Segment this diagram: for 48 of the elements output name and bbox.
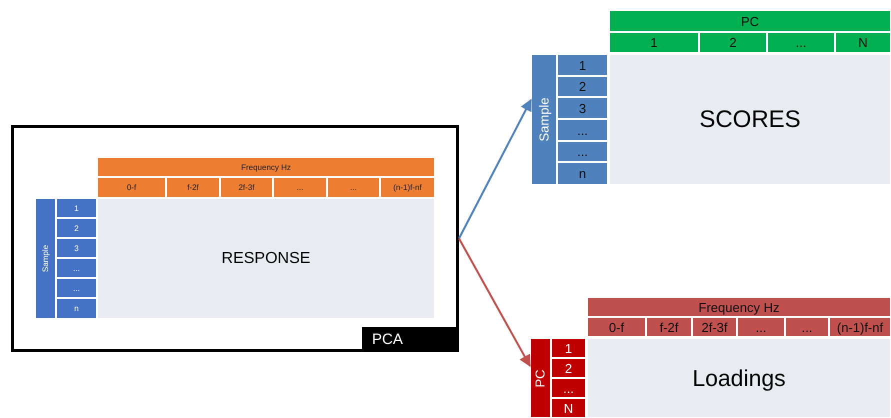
column-header: ...	[327, 177, 380, 198]
column-header: (n-1)f-nf	[829, 317, 891, 337]
axis-bar	[531, 54, 557, 185]
row-header: 3	[56, 238, 97, 258]
row-header: n	[56, 298, 97, 319]
row-header: N	[551, 398, 586, 418]
matrix-body: SCORES	[609, 54, 891, 185]
row-header: 2	[56, 218, 97, 238]
arrow	[458, 98, 532, 239]
arrow	[458, 238, 531, 368]
matrix-body: Loadings	[587, 338, 891, 418]
frame-box	[11, 125, 459, 352]
axis-header: Frequency Hz	[587, 297, 891, 317]
row-header: 2	[557, 76, 608, 97]
column-header: f-2f	[646, 317, 692, 337]
column-header: 0-f	[97, 177, 166, 198]
row-header: ...	[56, 258, 97, 278]
row-header: 1	[56, 198, 97, 218]
column-header: f-2f	[166, 177, 220, 198]
row-header: 3	[557, 97, 608, 119]
axis-header: PC	[609, 10, 891, 32]
column-header: 0-f	[587, 317, 646, 337]
column-header: ...	[767, 32, 835, 53]
axis-bar	[530, 338, 551, 418]
column-header: N	[835, 32, 891, 53]
row-header: ...	[557, 119, 608, 141]
row-header: 1	[551, 338, 586, 358]
method-tag: PCA	[362, 327, 459, 352]
column-header: ...	[737, 317, 785, 337]
row-header: 2	[551, 358, 586, 378]
row-header: 1	[557, 54, 608, 76]
row-header: ...	[551, 378, 586, 398]
axis-title: Sample	[536, 97, 552, 142]
column-header: (n-1)f-nf	[380, 177, 435, 198]
axis-bar	[35, 198, 56, 319]
matrix-body: RESPONSE	[97, 198, 435, 319]
column-header: 2f-3f	[692, 317, 737, 337]
column-header: 2f-3f	[220, 177, 273, 198]
axis-title: PC	[533, 368, 548, 388]
column-header: ...	[785, 317, 829, 337]
column-header: ...	[273, 177, 327, 198]
axis-title: Sample	[41, 244, 50, 272]
axis-header: Frequency Hz	[97, 157, 435, 177]
row-header: n	[557, 162, 608, 185]
column-header: 1	[609, 32, 699, 53]
row-header: ...	[56, 278, 97, 298]
column-header: 2	[699, 32, 767, 53]
row-header: ...	[557, 141, 608, 162]
